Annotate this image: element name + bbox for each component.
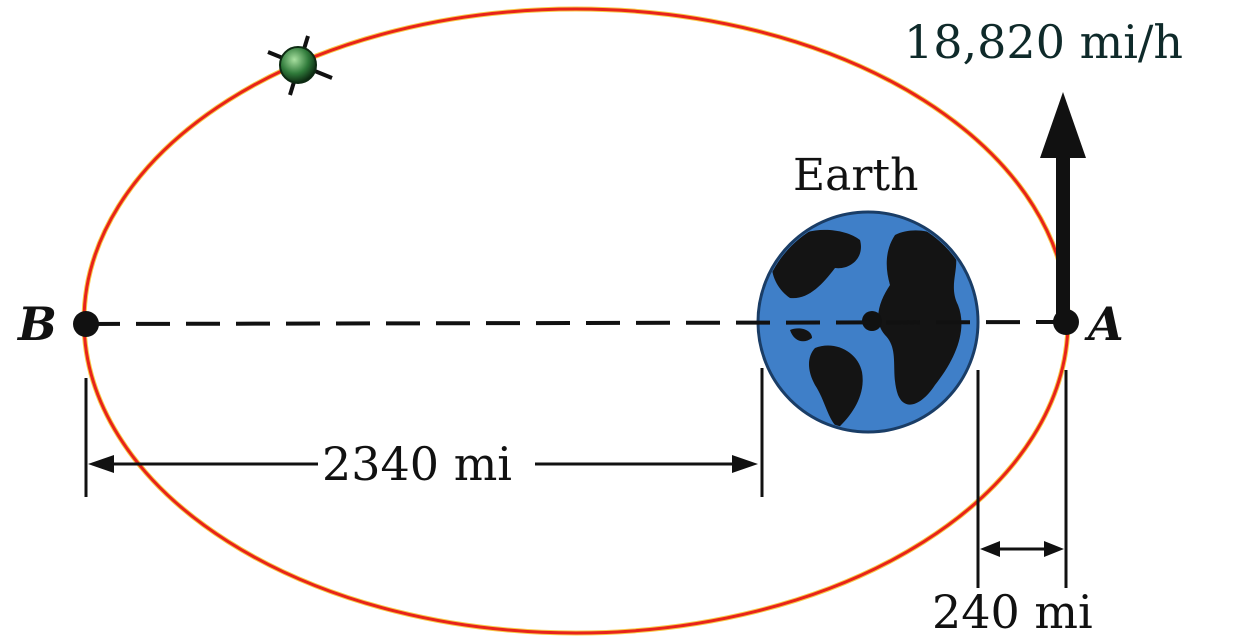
distance-label-240: 240 mi bbox=[932, 585, 1093, 639]
point-b-dot bbox=[73, 311, 99, 337]
point-b-label: B bbox=[16, 297, 57, 351]
point-a-label: A bbox=[1084, 297, 1124, 351]
velocity-label: 18,820 mi/h bbox=[904, 15, 1183, 69]
apsidal-line bbox=[85, 320, 1067, 326]
satellite-icon bbox=[267, 35, 333, 96]
dimension-240 bbox=[976, 370, 1068, 588]
dimension-2340 bbox=[84, 368, 764, 497]
distance-label-2340: 2340 mi bbox=[322, 437, 512, 491]
earth-label: Earth bbox=[793, 150, 918, 201]
arrow-up-icon bbox=[1040, 92, 1086, 318]
